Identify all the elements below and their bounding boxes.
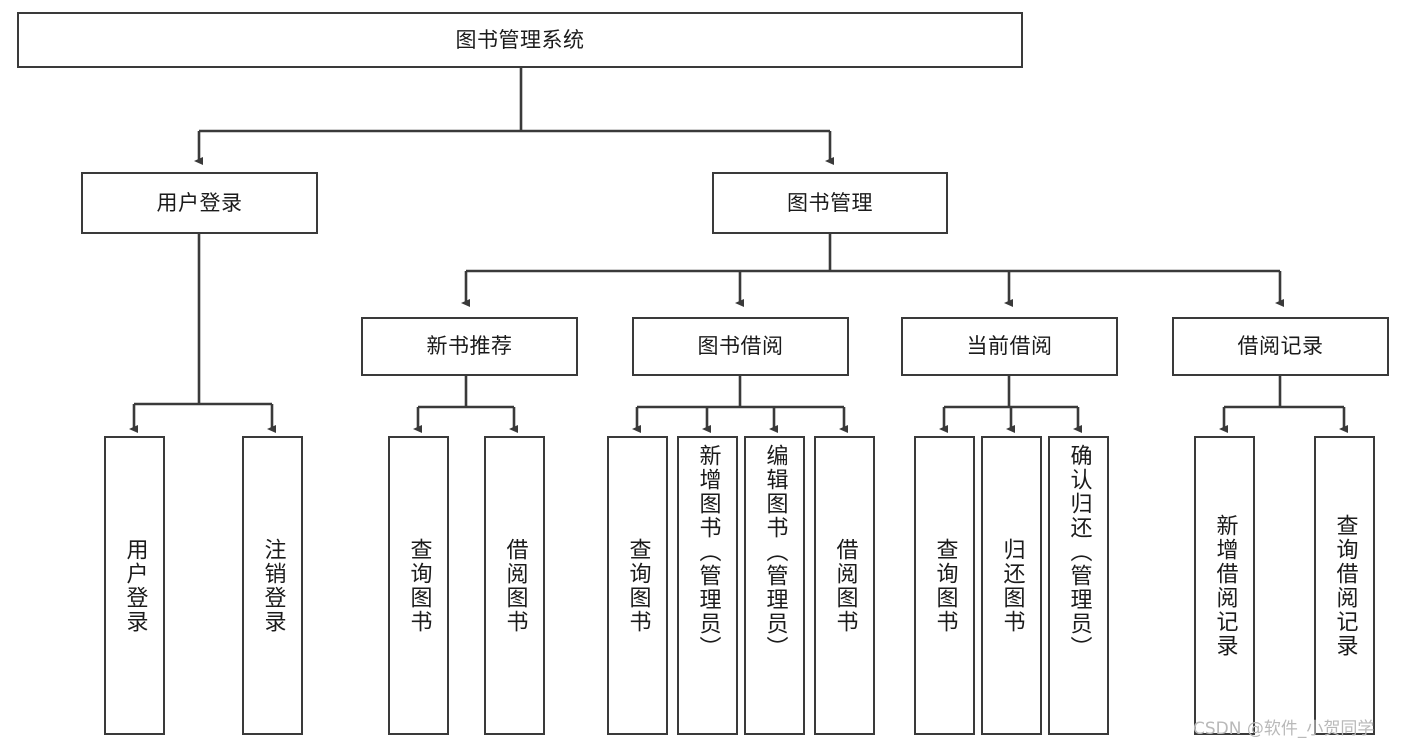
node-leaf-query-record-label: 查询借阅记录 xyxy=(1332,513,1358,658)
node-leaf-query-book-2-label: 查询图书 xyxy=(625,537,651,634)
node-leaf-query-book-1-label: 查询图书 xyxy=(406,537,432,634)
node-book-manage-label: 图书管理 xyxy=(787,190,873,215)
node-leaf-add-record-label: 新增借阅记录 xyxy=(1212,513,1238,658)
node-current-borrow[interactable]: 当前借阅 xyxy=(901,317,1118,376)
node-leaf-confirm-return-label: 确认归还（管理员） xyxy=(1066,444,1092,660)
node-user-login-label: 用户登录 xyxy=(156,190,243,215)
node-leaf-return-book-label: 归还图书 xyxy=(999,537,1025,634)
node-leaf-edit-book-label: 编辑图书（管理员） xyxy=(762,444,788,660)
node-book-manage[interactable]: 图书管理 xyxy=(712,172,948,234)
node-leaf-user-login[interactable]: 用户登录 xyxy=(104,436,165,735)
node-leaf-user-login-label: 用户登录 xyxy=(122,537,148,634)
node-leaf-query-record[interactable]: 查询借阅记录 xyxy=(1314,436,1375,735)
node-new-book-rec[interactable]: 新书推荐 xyxy=(361,317,578,376)
node-root-label: 图书管理系统 xyxy=(455,27,585,52)
node-leaf-borrow-book-2-label: 借阅图书 xyxy=(832,537,858,634)
node-leaf-query-book-1[interactable]: 查询图书 xyxy=(388,436,449,735)
node-user-login[interactable]: 用户登录 xyxy=(81,172,318,234)
node-root[interactable]: 图书管理系统 xyxy=(17,12,1023,68)
node-leaf-edit-book[interactable]: 编辑图书（管理员） xyxy=(744,436,805,735)
node-leaf-borrow-book-1[interactable]: 借阅图书 xyxy=(484,436,545,735)
node-leaf-user-logout-label: 注销登录 xyxy=(260,537,286,634)
node-leaf-query-book-2[interactable]: 查询图书 xyxy=(607,436,668,735)
node-leaf-borrow-book-1-label: 借阅图书 xyxy=(502,537,528,634)
node-book-borrow-label: 图书借阅 xyxy=(697,334,784,359)
node-leaf-confirm-return[interactable]: 确认归还（管理员） xyxy=(1048,436,1109,735)
node-current-borrow-label: 当前借阅 xyxy=(966,334,1053,359)
node-borrow-record[interactable]: 借阅记录 xyxy=(1172,317,1389,376)
node-leaf-query-book-3-label: 查询图书 xyxy=(932,537,958,634)
node-leaf-return-book[interactable]: 归还图书 xyxy=(981,436,1042,735)
node-leaf-add-book-label: 新增图书（管理员） xyxy=(695,444,721,660)
node-leaf-user-logout[interactable]: 注销登录 xyxy=(242,436,303,735)
node-new-book-rec-label: 新书推荐 xyxy=(426,334,513,359)
watermark-text: CSDN @软件_小贺同学 xyxy=(1193,719,1375,739)
node-leaf-query-book-3[interactable]: 查询图书 xyxy=(914,436,975,735)
node-leaf-add-record[interactable]: 新增借阅记录 xyxy=(1194,436,1255,735)
node-leaf-borrow-book-2[interactable]: 借阅图书 xyxy=(814,436,875,735)
node-leaf-add-book[interactable]: 新增图书（管理员） xyxy=(677,436,738,735)
node-borrow-record-label: 借阅记录 xyxy=(1237,334,1324,359)
node-book-borrow[interactable]: 图书借阅 xyxy=(632,317,849,376)
